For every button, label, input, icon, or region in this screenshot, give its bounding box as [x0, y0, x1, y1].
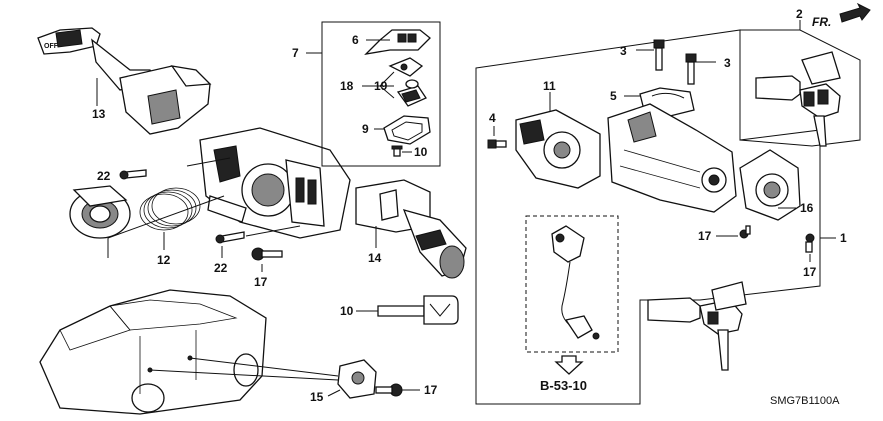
- screw-17-right: [805, 233, 815, 253]
- callout-3-left: 3: [620, 44, 627, 58]
- callout-12: 12: [157, 253, 171, 267]
- bolt-20: [375, 383, 403, 397]
- callout-3-right: 3: [724, 56, 731, 70]
- screw-22-bottom: [215, 231, 245, 244]
- key-cover-18: [388, 57, 427, 107]
- callout-20: 17: [424, 383, 438, 397]
- callout-13: 13: [92, 107, 106, 121]
- direction-label: FR.: [812, 15, 831, 29]
- door-switch-15: [337, 359, 377, 399]
- callout-4: 4: [489, 111, 496, 125]
- callout-17-left: 17: [698, 229, 712, 243]
- diagram-code: SMG7B1100A: [770, 395, 840, 407]
- reference-label: B-53-10: [540, 378, 587, 393]
- callout-1: 1: [840, 231, 847, 245]
- callout-5: 5: [610, 89, 617, 103]
- vehicle-silhouette: [39, 289, 267, 415]
- screw-22-top: [119, 169, 147, 180]
- callout-22-top: 22: [97, 169, 111, 183]
- callout-18: 18: [340, 79, 354, 93]
- ignition-cylinder-11: [515, 109, 601, 189]
- bolt-3-right: [685, 53, 697, 85]
- screw-4: [487, 139, 507, 149]
- key-set-box: [321, 21, 441, 167]
- callout-19: 19: [374, 79, 388, 93]
- immobilizer-receiver-16: [739, 149, 801, 221]
- key-screw-9: [391, 145, 403, 157]
- cable-subassembly-box: [525, 215, 619, 353]
- front-direction-arrow: FR.: [812, 2, 871, 29]
- key-blank-10: [377, 295, 459, 325]
- spring-12: [139, 187, 201, 231]
- cancel-sleeve: [69, 185, 131, 239]
- callout-21: 17: [254, 275, 268, 289]
- bolt-21: [251, 247, 283, 261]
- callout-15: 15: [310, 390, 324, 404]
- keys-lower: [647, 281, 747, 371]
- callout-14: 14: [368, 251, 382, 265]
- key-battery-19: [405, 79, 419, 89]
- cable-reel-assembly: [199, 127, 351, 239]
- callout-9: 10: [414, 145, 428, 159]
- callout-2: 2: [796, 7, 803, 21]
- key-gasket-8: [383, 115, 431, 145]
- combination-switch-light: [355, 179, 467, 279]
- callout-8: 9: [362, 122, 369, 136]
- callout-16: 16: [800, 201, 814, 215]
- switch-off-text: OFF: [44, 43, 59, 50]
- steering-lock-housing: [607, 103, 737, 213]
- callout-10: 10: [340, 304, 354, 318]
- bolt-3-left: [653, 39, 665, 71]
- key-blank-7: [364, 29, 431, 55]
- keys-set-2: [755, 51, 841, 147]
- callout-7: 6: [352, 33, 359, 47]
- key-interlock-cable: [551, 225, 600, 340]
- screw-17-left: [739, 225, 751, 239]
- callout-6: 7: [292, 46, 299, 60]
- combination-switch-wiper: OFF: [37, 27, 212, 135]
- reference-arrow: [554, 355, 584, 375]
- callout-11: 11: [543, 79, 556, 93]
- callout-17-right: 17: [803, 265, 817, 279]
- callout-22-bottom: 22: [214, 261, 228, 275]
